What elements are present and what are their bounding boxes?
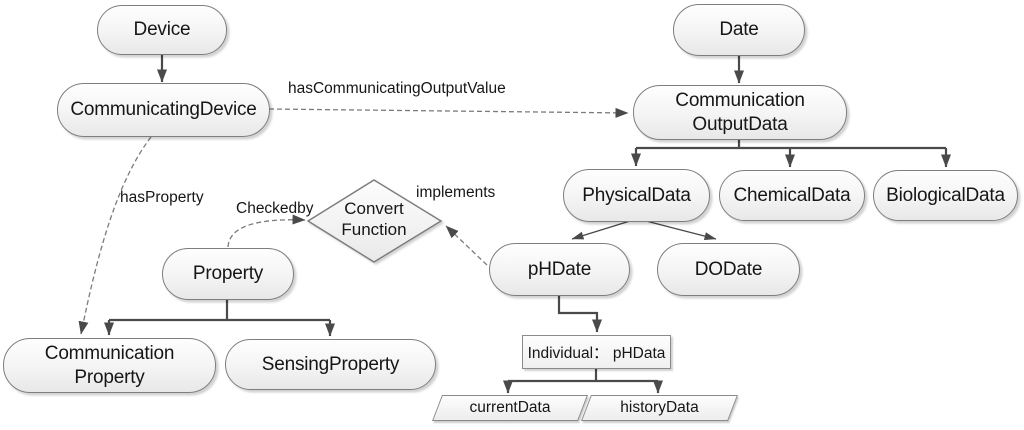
- node-physical-data-label: PhysicalData: [582, 184, 691, 206]
- node-biological-data-label: BiologicalData: [886, 184, 1005, 206]
- node-ph-date: pHDate: [489, 243, 630, 296]
- edge-label-implements: implements: [416, 184, 496, 201]
- node-device-label: Device: [133, 19, 191, 41]
- node-date-label: Date: [719, 19, 759, 41]
- node-current-data: currentData: [432, 395, 588, 421]
- node-communicating-device-label: CommunicatingDevice: [70, 99, 257, 121]
- node-sensing-property: SensingProperty: [225, 339, 436, 390]
- node-chemical-data: ChemicalData: [719, 170, 865, 221]
- node-chemical-data-label: ChemicalData: [733, 184, 851, 206]
- node-communication-property: Communication Property: [3, 338, 216, 393]
- edge-hasproperty: [78, 136, 152, 335]
- node-sensing-property-label: SensingProperty: [261, 353, 400, 375]
- node-property: Property: [162, 248, 294, 300]
- node-device: Device: [97, 5, 227, 55]
- node-communicating-device: CommunicatingDevice: [57, 83, 270, 137]
- node-current-data-label: currentData: [469, 399, 551, 416]
- edge-physicaldata-to-dodate: [645, 220, 717, 241]
- node-ph-date-label: pHDate: [527, 258, 592, 280]
- node-convertfunction-label: Convert Function: [341, 199, 407, 240]
- node-communication-output-data-label: Communication OutputData: [675, 90, 805, 135]
- rail-property-children: [109, 300, 330, 322]
- node-communication-output-data: Communication OutputData: [633, 85, 847, 140]
- edge-hascommunicatingoutputvalue: [268, 107, 629, 118]
- node-convertfunction-shape: [306, 179, 443, 263]
- node-individual-ph-data-label: Individual： pHData: [527, 345, 666, 362]
- node-individual-ph-data: Individual： pHData: [522, 335, 671, 369]
- rail-individual-children: [508, 369, 658, 383]
- edge-implements: [445, 225, 488, 266]
- node-date: Date: [673, 4, 805, 56]
- edge-physicaldata-to-phdate: [571, 220, 631, 240]
- edge-phdate-to-individual: [557, 296, 602, 333]
- edge-label-checked-by: Checkedby: [236, 200, 314, 217]
- node-property-label: Property: [192, 263, 264, 285]
- edge-label-has-communicating-output-value: hasCommunicatingOutputValue: [288, 80, 506, 97]
- edge-checkedby: [227, 214, 306, 248]
- node-physical-data: PhysicalData: [563, 169, 710, 222]
- node-do-date: DODate: [657, 243, 800, 296]
- rail-communicationoutputdata-children: [636, 140, 946, 150]
- node-history-data: historyData: [581, 395, 738, 421]
- edge-label-has-property: hasProperty: [120, 189, 204, 206]
- node-biological-data: BiologicalData: [873, 170, 1018, 221]
- node-history-data-label: historyData: [620, 399, 699, 416]
- node-communication-property-label: Communication Property: [44, 343, 175, 388]
- node-do-date-label: DODate: [694, 258, 763, 280]
